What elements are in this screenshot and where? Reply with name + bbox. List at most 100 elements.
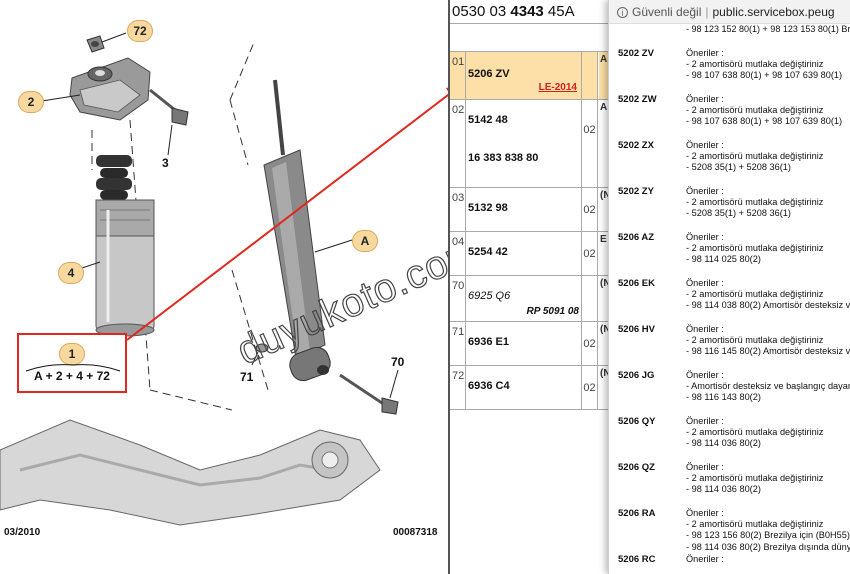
row-ref[interactable]: 6936 C4 — [466, 366, 582, 409]
le-badge[interactable]: LE-2014 — [538, 82, 577, 93]
table-row-71[interactable]: 71 6936 E1 02 (N — [450, 322, 610, 366]
row-ref-code: 5142 48 — [468, 114, 508, 126]
washer-71 — [255, 343, 269, 353]
formula-box: 1 A + 2 + 4 + 72 — [17, 333, 127, 393]
row-qty: 02 — [582, 100, 598, 187]
entry-line: Öneriler : — [686, 94, 724, 104]
row-extra: E — [600, 234, 607, 245]
security-label[interactable]: Güvenli değil — [632, 5, 702, 19]
entry-lines: Öneriler :- 2 amortisörü mutlaka değişti… — [686, 140, 823, 174]
leader-lines — [41, 32, 353, 269]
bolt-70 — [339, 373, 399, 415]
nut-72 — [86, 35, 105, 53]
header-bold: 4343 — [510, 3, 544, 20]
row-ref-code-2: 16 383 838 80 — [468, 152, 539, 164]
guide-lines — [91, 39, 269, 411]
table-row-03[interactable]: 03 5132 98 02 (N — [450, 188, 610, 232]
previous-line: - 98 123 152 80(1) + 98 123 153 80(1) Br — [686, 24, 850, 34]
row-index: 04 — [450, 232, 466, 275]
entry-line: - 2 amortisörü mutlaka değiştiriniz — [686, 519, 824, 530]
url-text[interactable]: public.servicebox.peug — [712, 5, 835, 19]
entry-lines: Öneriler :- 2 amortisörü mutlaka değişti… — [686, 278, 850, 312]
row-ref[interactable]: 5132 98 — [466, 188, 582, 231]
row-extra: (N — [600, 190, 610, 201]
entry-code: 5206 QZ — [618, 462, 655, 473]
entry-line: - 98 107 638 80(1) + 98 107 639 80(1) — [686, 116, 843, 127]
row-ref[interactable]: 5206 ZV LE-2014 — [466, 52, 582, 99]
table-row-01[interactable]: 01 5206 ZV LE-2014 A — [450, 52, 610, 100]
table-row-70[interactable]: 70 6925 Q6 RP 5091 08 (N — [450, 276, 610, 322]
callout-2: 2 — [18, 91, 44, 113]
entry-line: - 98 114 036 80(2) — [686, 438, 761, 449]
label-70: 70 — [391, 355, 405, 369]
entry-code: 5206 RA — [618, 508, 656, 519]
row-ref-code: 5206 ZV — [468, 68, 510, 80]
entry-line: Öneriler : — [686, 140, 724, 150]
top-mount — [69, 57, 151, 121]
row-ref[interactable]: 5254 42 — [466, 232, 582, 275]
row-extra: A — [600, 102, 608, 113]
row-index: 01 — [450, 52, 466, 99]
list-item: 5206 AZ Öneriler :- 2 amortisörü mutlaka … — [609, 230, 850, 276]
list-item: 5206 RC Öneriler : — [609, 552, 850, 574]
diagram-date: 03/2010 — [4, 527, 41, 538]
formula-text: A + 2 + 4 + 72 — [34, 369, 110, 383]
callout-72: 72 — [127, 20, 153, 42]
list-item: 5206 RA Öneriler :- 2 amortisörü mutlaka … — [609, 506, 850, 552]
entry-line: - 98 116 143 80(2) — [686, 392, 761, 403]
entry-lines: Öneriler :- 2 amortisörü mutlaka değişti… — [686, 94, 842, 128]
row-ref[interactable]: 6936 E1 — [466, 322, 582, 365]
entry-line: - 2 amortisörü mutlaka değiştiriniz — [686, 105, 824, 116]
dust-boot — [95, 199, 155, 337]
header-prefix: 0530 03 — [452, 3, 511, 20]
callout-a: A — [352, 230, 378, 252]
diagram-drawing: duyukoto.com — [0, 32, 450, 526]
table-row-04[interactable]: 04 5254 42 02 E — [450, 232, 610, 276]
entry-line: Öneriler : — [686, 462, 724, 472]
entry-line: - 98 123 156 80(2) Brezilya için (B0H55) — [686, 530, 850, 541]
entry-line: - 2 amortisörü mutlaka değiştiriniz — [686, 243, 824, 254]
entry-line: Öneriler : — [686, 48, 724, 58]
watermark-text: duyukoto.com — [231, 227, 450, 373]
entry-code: 5202 ZY — [618, 186, 654, 197]
info-icon[interactable]: i — [617, 7, 628, 19]
bump-stop — [96, 155, 132, 200]
entry-line: Öneriler : — [686, 508, 724, 518]
entry-line: - 98 107 638 80(1) + 98 107 639 80(1) — [686, 70, 843, 81]
entry-line: - 2 amortisörü mutlaka değiştiriniz — [686, 473, 824, 484]
entry-lines: Öneriler :- 2 amortisörü mutlaka değişti… — [686, 232, 823, 266]
entry-line: - Amortisör desteksiz ve başlangıç dayan — [686, 381, 850, 392]
entry-lines: Öneriler :- 2 amortisörü mutlaka değişti… — [686, 508, 850, 553]
header-suffix: 45A — [543, 3, 575, 20]
entry-lines: Öneriler :- Amortisör desteksiz ve başla… — [686, 370, 850, 404]
entry-line: - 2 amortisörü mutlaka değiştiriniz — [686, 289, 824, 300]
row-qty — [582, 52, 598, 99]
shock-absorber — [263, 79, 331, 382]
table-row-02[interactable]: 02 5142 48 16 383 838 80 02 A — [450, 100, 610, 188]
row-ref[interactable]: 6925 Q6 RP 5091 08 — [466, 276, 582, 321]
entry-line: Öneriler : — [686, 186, 724, 196]
entry-code: 5206 AZ — [618, 232, 655, 243]
row-ref-code: 6925 Q6 — [468, 290, 511, 302]
entry-code: 5206 RC — [618, 554, 656, 565]
row-extra: A — [599, 52, 610, 99]
entry-line: Öneriler : — [686, 232, 724, 242]
entry-code: 5206 QY — [618, 416, 656, 427]
entry-code: 5206 JG — [618, 370, 655, 381]
address-separator: | — [705, 5, 709, 19]
table-row-72[interactable]: 72 6936 C4 02 (N — [450, 366, 610, 410]
row-index: 70 — [450, 276, 466, 321]
entry-code: 5206 HV — [618, 324, 655, 335]
entry-line: - 2 amortisörü mutlaka değiştiriniz — [686, 59, 824, 70]
entry-line: Öneriler : — [686, 554, 724, 564]
row-index: 71 — [450, 322, 466, 365]
address-bar[interactable]: i Güvenli değil|public.servicebox.peug — [609, 0, 850, 24]
red-arrow-lines — [126, 87, 448, 341]
row-ref[interactable]: 5142 48 16 383 838 80 — [466, 100, 582, 187]
